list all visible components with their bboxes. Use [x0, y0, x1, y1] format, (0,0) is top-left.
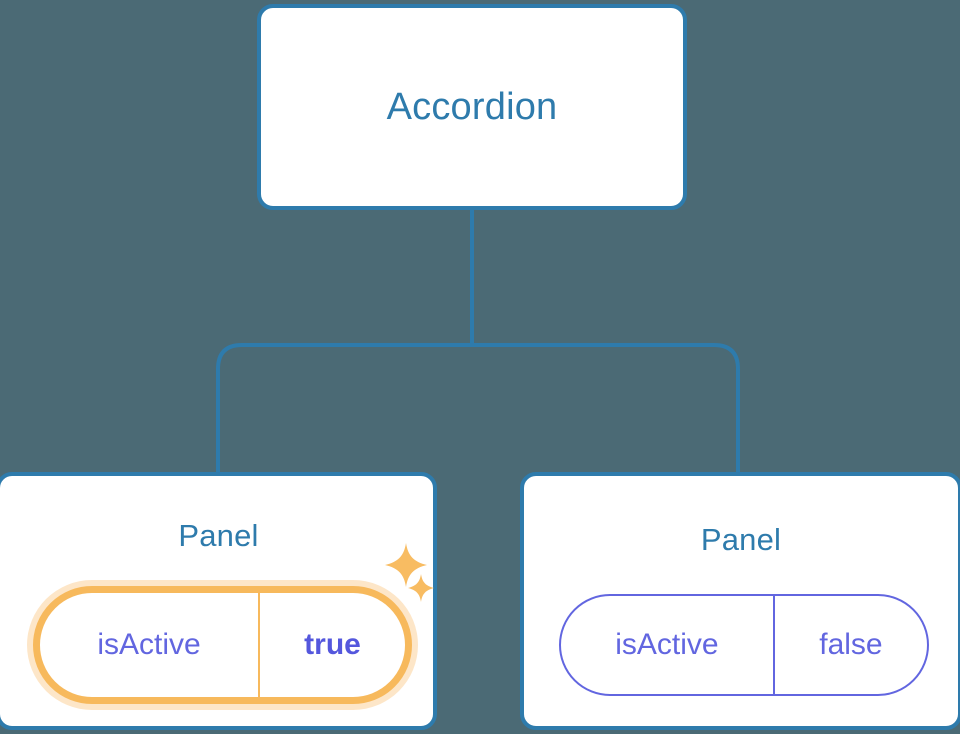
- node-title: Accordion: [386, 85, 558, 128]
- prop-value: true: [304, 628, 361, 661]
- panel-content: Panel: [524, 476, 958, 726]
- prop-value: false: [819, 628, 883, 661]
- prop-pill-plain[interactable]: isActive false: [559, 594, 929, 696]
- node-title: Panel: [700, 522, 782, 557]
- node-accordion[interactable]: Accordion: [257, 4, 687, 210]
- prop-key: isActive: [561, 596, 775, 694]
- prop-pill[interactable]: isActive false: [559, 594, 929, 696]
- node-title: Panel: [178, 518, 259, 553]
- prop-pill[interactable]: isActive true: [33, 586, 412, 704]
- prop-pill-highlighted[interactable]: isActive true: [33, 586, 412, 704]
- panel-content: Panel: [0, 476, 433, 726]
- node-panel-false[interactable]: Panel isActive false: [520, 472, 960, 730]
- prop-key: isActive: [40, 593, 260, 697]
- edge-root-to-panel-true: [216, 343, 472, 474]
- node-panel-true[interactable]: Panel isActive true: [0, 472, 437, 730]
- edge-root-to-panel-false: [472, 343, 740, 474]
